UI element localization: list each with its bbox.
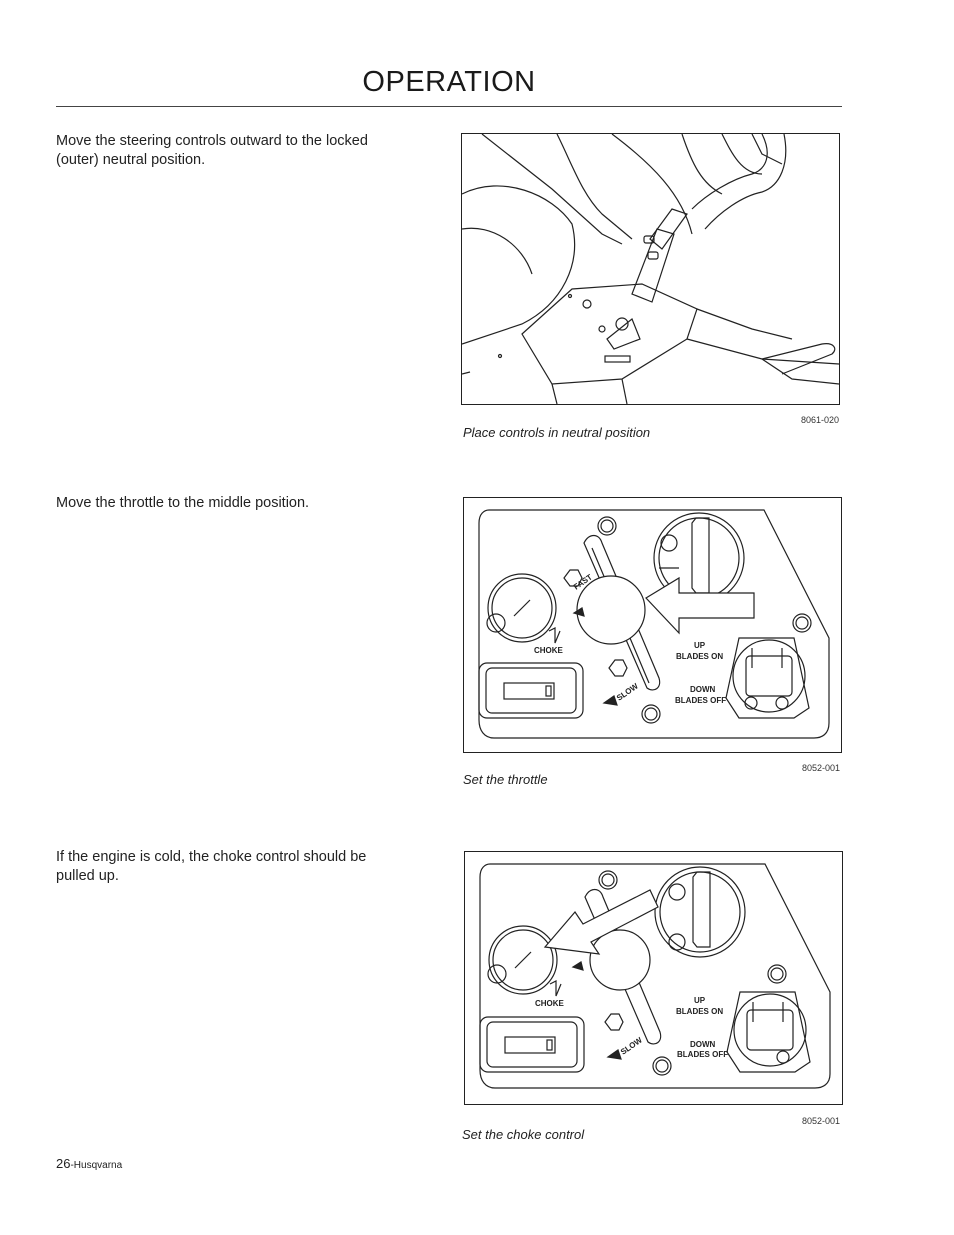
- blades-up-label: UP: [694, 641, 706, 650]
- figure-caption: Set the throttle: [463, 772, 548, 787]
- blades-up-label: UP: [694, 996, 706, 1005]
- instruction-text-throttle: Move the throttle to the middle position…: [56, 495, 310, 511]
- choke-panel-illustration: SLOW CHOKE UP BLADES ON DOWN BLADES OFF: [479, 863, 831, 1089]
- instruction-text-choke: If the engine is cold, the choke control…: [56, 849, 367, 884]
- choke-label: CHOKE: [534, 646, 564, 655]
- figure-code: 8052-001: [802, 763, 841, 773]
- blades-off-label: BLADES OFF: [675, 696, 726, 705]
- blades-off-label: BLADES OFF: [677, 1050, 728, 1059]
- figure-caption: Set the choke control: [462, 1127, 585, 1142]
- blades-on-label: BLADES ON: [676, 1007, 723, 1016]
- throttle-label-slow: SLOW: [615, 681, 640, 702]
- page-number: 26: [56, 1156, 71, 1171]
- figure-steering-controls: [461, 133, 840, 405]
- footer-brand: -Husqvarna: [70, 1160, 123, 1171]
- blades-down-label: DOWN: [690, 685, 716, 694]
- figure-throttle-panel: FAST SLOW CHOKE UP BLADES ON DOWN BLADES…: [463, 497, 842, 753]
- page-title: OPERATION: [362, 66, 536, 98]
- header-rule: [56, 106, 842, 107]
- choke-label: CHOKE: [535, 999, 565, 1008]
- figure-choke-panel: SLOW CHOKE UP BLADES ON DOWN BLADES OFF: [464, 851, 843, 1105]
- figure-code: 8052-001: [802, 1116, 841, 1126]
- steering-controls-illustration: [462, 134, 839, 404]
- figure-caption: Place controls in neutral position: [463, 425, 651, 440]
- page-footer: 26-Husqvarna: [56, 1156, 122, 1171]
- figure-code: 8061-020: [801, 415, 840, 425]
- blades-down-label: DOWN: [690, 1040, 716, 1049]
- instruction-text-neutral: Move the steering controls outward to th…: [56, 133, 368, 168]
- throttle-label-slow: SLOW: [619, 1035, 644, 1056]
- blades-on-label: BLADES ON: [676, 652, 723, 661]
- throttle-panel-illustration: FAST SLOW CHOKE UP BLADES ON DOWN BLADES…: [478, 509, 830, 739]
